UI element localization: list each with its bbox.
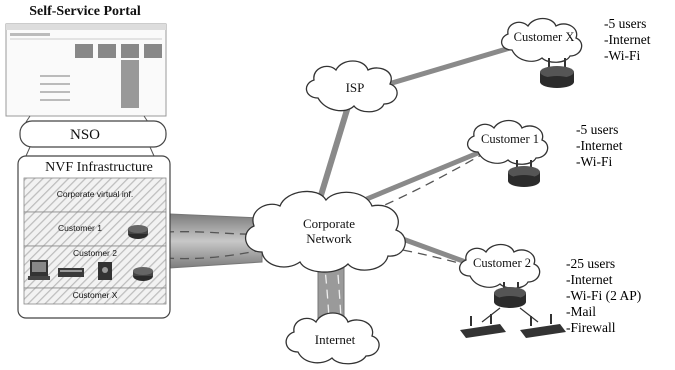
internet-label: Internet <box>314 332 356 347</box>
internet-cloud <box>285 312 380 365</box>
access-point-2-icon <box>520 314 566 338</box>
band-customer-x: Customer X <box>72 290 118 300</box>
nvf-switch-icon <box>58 268 84 277</box>
customer-1-router-icon <box>508 160 540 187</box>
customer-2-router-icon <box>481 282 539 323</box>
cloud-shapes <box>244 17 583 365</box>
customer-x-info: -5 users -Internet -Wi-Fi <box>604 16 650 64</box>
isp-label: ISP <box>345 80 365 95</box>
nvf-appliance-icon <box>98 262 112 280</box>
portal-title: Self-Service Portal <box>29 4 141 19</box>
customer-x-info-line: -5 users <box>604 16 647 31</box>
link-isp-customer-x <box>374 42 521 91</box>
customer-2-info: -25 users -Internet -Wi-Fi (2 AP) -Mail … <box>566 256 641 336</box>
band-customer-1: Customer 1 <box>58 223 102 233</box>
nvf-router-customer-2-icon <box>133 267 153 281</box>
access-point-1-icon <box>460 314 506 338</box>
nvf-server-icon <box>28 260 50 280</box>
isp-cloud <box>305 60 398 113</box>
customer-2-info-line: -Internet <box>566 272 613 287</box>
customer-2-info-line: -Firewall <box>566 320 616 335</box>
customer-1-label: Customer 1 <box>481 132 539 146</box>
customer-x-info-line: -Internet <box>604 32 651 47</box>
customer-1-cloud <box>467 119 549 165</box>
corporate-label-line1: Corporate <box>303 216 355 231</box>
customer-2-cloud <box>459 243 541 289</box>
customer-1-info-line: -Internet <box>576 138 623 153</box>
customer-1-info-line: -Wi-Fi <box>576 154 613 169</box>
customer-1-info-line: -5 users <box>576 122 619 137</box>
band-corporate-virtual-inf: Corporate virtual inf. <box>56 189 134 199</box>
band-customer-2: Customer 2 <box>73 248 117 258</box>
nso-label: NSO <box>69 127 100 143</box>
customer-x-label: Customer X <box>513 30 575 44</box>
nvf-title: NVF Infrastructure <box>45 160 153 175</box>
link-corporate-customer-1 <box>344 145 491 211</box>
nso-box <box>19 120 167 148</box>
customer-2-info-line: -Wi-Fi (2 AP) <box>566 288 642 303</box>
customer-1-info: -5 users -Internet -Wi-Fi <box>576 122 622 170</box>
link-isp-corporate <box>315 99 353 206</box>
corporate-cloud <box>244 190 406 273</box>
corporate-label-line2: Network <box>306 231 352 246</box>
customer-2-info-line: -25 users <box>566 256 616 271</box>
customer-x-router-icon <box>540 58 574 88</box>
customer-2-label: Customer 2 <box>473 256 531 270</box>
customer-x-cloud <box>501 17 583 63</box>
customer-x-info-line: -Wi-Fi <box>604 48 641 63</box>
portal-screenshot <box>5 23 167 123</box>
customer-2-info-line: -Mail <box>566 304 596 319</box>
nvf-router-customer-1-icon <box>128 225 148 239</box>
